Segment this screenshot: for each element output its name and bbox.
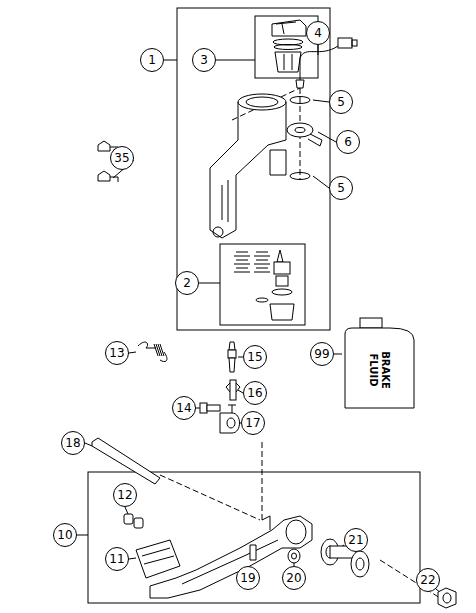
reservoir-cap xyxy=(272,20,306,72)
callout-number: 14 xyxy=(172,396,196,420)
callout-number: 20 xyxy=(282,566,306,590)
callout-number: 6 xyxy=(336,130,360,154)
bolt xyxy=(200,403,220,413)
callout-number: 15 xyxy=(243,345,267,369)
callout-number: 3 xyxy=(192,48,216,72)
master-cylinder xyxy=(210,94,286,238)
seal-ring xyxy=(290,97,310,104)
callout-number: 2 xyxy=(175,271,199,295)
callout-number: 10 xyxy=(53,523,77,547)
callout-number: 17 xyxy=(241,411,265,435)
banjo-fitting xyxy=(287,123,322,146)
callout-number: 5 xyxy=(329,90,353,114)
callout-number: 35 xyxy=(110,146,134,170)
callout-number: 11 xyxy=(105,547,129,571)
bushing xyxy=(250,545,256,560)
washer xyxy=(288,549,300,563)
callout-number: 13 xyxy=(105,341,129,365)
callout-number: 16 xyxy=(243,381,267,405)
callout-number: 12 xyxy=(113,483,137,507)
callout-number: 21 xyxy=(344,528,368,552)
collar-nut xyxy=(438,588,456,608)
pivot-pin xyxy=(92,438,160,484)
product-label: BRAKE FLUID xyxy=(367,344,391,396)
push-rod xyxy=(220,380,240,433)
callout-number: 4 xyxy=(306,21,330,45)
callout-number: 22 xyxy=(416,568,440,592)
piston-kit xyxy=(234,250,294,320)
assembly-line xyxy=(160,88,440,598)
group-frame xyxy=(177,8,330,330)
seal-ring xyxy=(290,173,310,180)
callout-number: 5 xyxy=(329,176,353,200)
leader-lines xyxy=(77,45,442,594)
group-frame xyxy=(220,244,305,325)
cap xyxy=(124,514,143,528)
callout-number: 1 xyxy=(140,48,164,72)
callout-number: 19 xyxy=(236,566,260,590)
brake-pedal xyxy=(150,516,312,598)
group-frame xyxy=(88,472,420,603)
brake-fluid-can xyxy=(345,318,414,408)
callout-number: 99 xyxy=(310,342,334,366)
foot-plate xyxy=(136,540,180,578)
callout-number: 18 xyxy=(61,431,85,455)
brake-sensor xyxy=(296,38,357,88)
return-spring xyxy=(138,342,167,362)
bleeder-valve xyxy=(228,342,236,372)
